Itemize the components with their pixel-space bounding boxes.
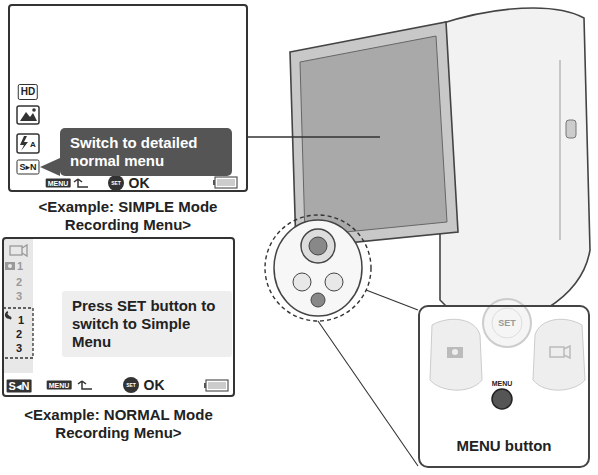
- video-tab-icon: [10, 245, 27, 256]
- set-icon: [123, 377, 139, 393]
- lcd-ground: [3, 238, 234, 396]
- screen-label: S▸N: [16, 160, 39, 175]
- landscape-icon: [17, 106, 39, 124]
- leader-line: [366, 290, 418, 310]
- flash-icon: [17, 134, 39, 153]
- screen-label: S◂N: [7, 380, 32, 393]
- dashed-bracket: [3, 308, 33, 358]
- figure-caption: <Example: NORMAL Mode Recording Menu>: [4, 406, 233, 442]
- return-arrow: [74, 179, 88, 187]
- callout-box: Switch to detailed normal menu: [60, 128, 232, 176]
- button-inset: [419, 299, 589, 467]
- screen-label: A: [30, 141, 36, 149]
- screen-label: 3: [16, 291, 22, 302]
- screen-label: MENU: [46, 179, 71, 188]
- screen-label: 1: [17, 261, 23, 272]
- screen-label: SET: [498, 319, 516, 328]
- leader-line: [248, 136, 380, 137]
- message-box: Press SET button to switch to Simple Men…: [62, 291, 232, 357]
- battery-icon: [213, 177, 237, 188]
- camcorder: [265, 8, 590, 330]
- callout-pointer: [40, 158, 60, 176]
- screen-label: OK: [144, 378, 165, 392]
- battery-icon: [204, 380, 228, 391]
- screen-label: 2: [16, 277, 22, 288]
- button-inset: MENU button: [418, 305, 590, 468]
- screen-label: OK: [129, 176, 150, 190]
- box-text: MENU button: [420, 437, 588, 454]
- screen-label: HD: [18, 84, 38, 100]
- box-text: Press SET button to switch to Simple Men…: [72, 297, 222, 351]
- set-icon: [108, 175, 124, 191]
- return-arrow: [78, 381, 92, 389]
- leader-line: [318, 321, 418, 466]
- screen-label: MENU: [492, 380, 513, 387]
- lcd-screen: <Example: NORMAL Mode Recording Menu>Pre…: [2, 237, 235, 397]
- screen-label: MENU: [47, 381, 72, 390]
- screen-label: 2: [16, 329, 22, 340]
- camera-tab-icon: [5, 262, 15, 270]
- screen-label: 1: [18, 315, 24, 326]
- tab-column: [3, 238, 33, 373]
- box-text: Switch to detailed normal menu: [70, 134, 222, 170]
- figure-caption: <Example: SIMPLE Mode Recording Menu>: [10, 198, 246, 234]
- lcd-screen: <Example: SIMPLE Mode Recording Menu>Swi…: [8, 4, 248, 192]
- screen-label: SET: [111, 181, 121, 186]
- wrench-icon: [6, 312, 11, 319]
- screen-label: 3: [16, 343, 22, 354]
- screen-label: SET: [126, 383, 136, 388]
- lcd-ground: [9, 5, 247, 191]
